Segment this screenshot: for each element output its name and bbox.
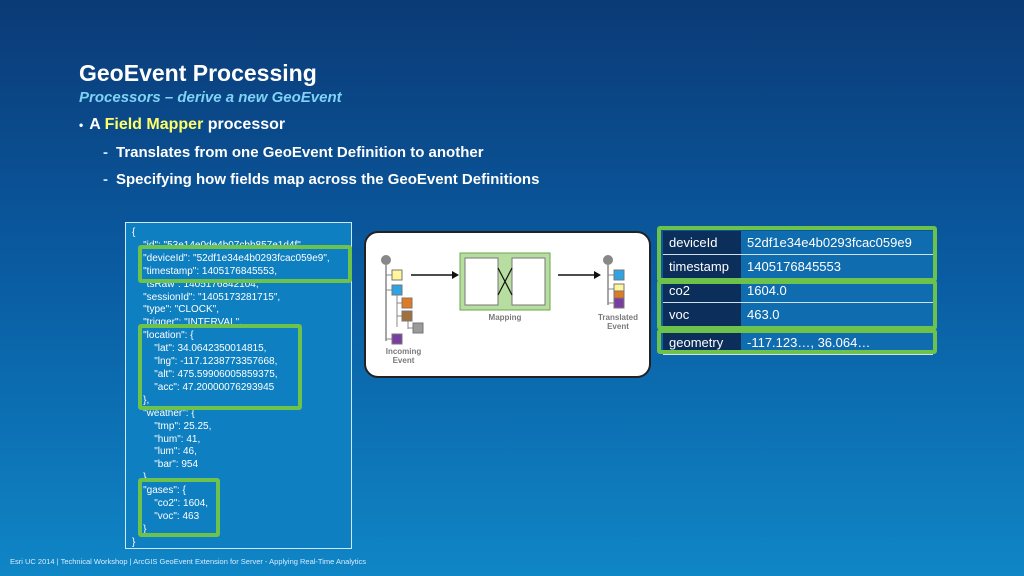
highlight-box-table-top xyxy=(657,226,937,282)
field-value: 1604.0 xyxy=(741,279,933,302)
bullet-suffix: processor xyxy=(203,116,286,133)
highlight-box-gases xyxy=(138,478,220,537)
json-line: }, xyxy=(132,472,150,484)
translated-event-label: Translated Event xyxy=(588,313,648,331)
json-line: "co2": 1604, xyxy=(132,498,209,510)
bullet-dot: • xyxy=(79,118,84,132)
json-line: "type": "CLOCK", xyxy=(132,304,220,316)
translated-fields-table: deviceId 52df1e34e4b0293fcac059e9 timest… xyxy=(663,231,933,355)
mapping-label: Mapping xyxy=(488,313,522,322)
field-value: 52df1e34e4b0293fcac059e9 xyxy=(741,231,933,254)
field-mapper-highlight: Field Mapper xyxy=(104,116,204,133)
json-line: "lum": 46, xyxy=(132,446,197,458)
highlight-box-device xyxy=(138,245,352,283)
json-line: "gases": { xyxy=(132,485,186,497)
field-mapper-diagram: Incoming Event Mapping Translated Event xyxy=(364,231,651,378)
json-line: "trigger": "INTERVAL", xyxy=(132,317,242,329)
incoming-label-line1: Incoming xyxy=(385,347,422,356)
sub-bullet-text: Translates from one GeoEvent Definition … xyxy=(116,144,484,161)
translated-label-line1: Translated xyxy=(597,313,638,322)
json-line: } xyxy=(132,523,147,535)
field-value: 1405176845553 xyxy=(741,255,933,278)
incoming-event-label: Incoming Event xyxy=(376,347,431,365)
slide-subtitle: Processors – derive a new GeoEvent xyxy=(79,89,342,106)
highlight-box-table-mid xyxy=(657,280,937,330)
footer-text: Esri UC 2014 | Technical Workshop | ArcG… xyxy=(10,557,366,566)
json-line: "lat": 34.0642350014815, xyxy=(132,343,267,355)
mapping-box xyxy=(459,252,551,311)
field-value: -117.123…, 36.064… xyxy=(741,331,933,354)
json-line: "location": { xyxy=(132,330,194,342)
json-line: "sessionId": "1405173281715", xyxy=(132,291,281,303)
table-row: timestamp 1405176845553 xyxy=(663,255,933,279)
translated-event-tree xyxy=(603,255,625,309)
highlight-box-table-geom xyxy=(657,329,937,354)
sub-bullet-1: -Translates from one GeoEvent Definition… xyxy=(103,144,484,161)
json-line: }, xyxy=(132,394,150,406)
field-key: co2 xyxy=(663,279,741,302)
incoming-event-tree xyxy=(381,255,424,345)
json-line: } xyxy=(132,536,136,548)
translated-label-line2: Event xyxy=(607,322,629,331)
dash-icon: - xyxy=(103,144,108,161)
table-row: co2 1604.0 xyxy=(663,279,933,303)
table-row: geometry -117.123…, 36.064… xyxy=(663,331,933,355)
slide-title: GeoEvent Processing xyxy=(79,60,317,86)
dash-icon: - xyxy=(103,171,108,188)
json-line: "timestamp": 1405176845553, xyxy=(132,265,277,277)
bullet-prefix: A xyxy=(89,116,105,133)
table-row: deviceId 52df1e34e4b0293fcac059e9 xyxy=(663,231,933,255)
json-line: "lng": -117.1238773357668, xyxy=(132,356,278,368)
field-key: voc xyxy=(663,303,741,326)
sub-bullet-text: Specifying how fields map across the Geo… xyxy=(116,171,540,188)
sub-bullet-2: -Specifying how fields map across the Ge… xyxy=(103,171,539,188)
main-bullet: • A Field Mapper processor xyxy=(79,116,285,134)
field-key: deviceId xyxy=(663,231,741,254)
json-line: "weather": { xyxy=(132,407,195,419)
field-value: 463.0 xyxy=(741,303,933,326)
json-line: "hum": 41, xyxy=(132,433,201,445)
json-line: "voc": 463 xyxy=(132,510,200,522)
json-line: "alt": 475.59906005859375, xyxy=(132,368,278,380)
json-line: "bar": 954 xyxy=(132,459,199,471)
incoming-label-line2: Event xyxy=(392,356,415,365)
field-key: timestamp xyxy=(663,255,741,278)
table-row: voc 463.0 xyxy=(663,303,933,327)
json-line: "acc": 47.20000076293945 xyxy=(132,381,275,393)
json-line: "tmp": 25.25, xyxy=(132,420,212,432)
diagram-svg xyxy=(381,252,625,345)
json-line: "deviceId": "52df1e34e4b0293fcac059e9", xyxy=(132,252,330,264)
highlight-box-location xyxy=(138,324,302,410)
json-line: { xyxy=(132,227,136,238)
json-line: "tsRaw": 1405176842104, xyxy=(132,278,259,290)
field-key: geometry xyxy=(663,331,741,354)
